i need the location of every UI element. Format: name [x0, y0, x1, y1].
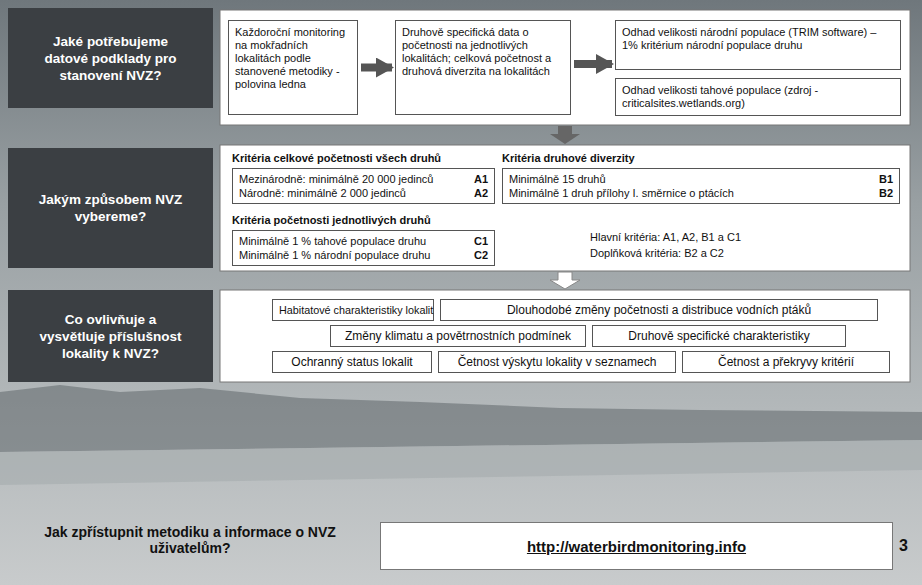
- criteria-heading: Kritéria početnosti jednotlivých druhů: [232, 213, 495, 227]
- factor-box: Habitatové charakteristiky lokalit: [272, 299, 434, 321]
- criteria-row: Mezinárodně: minimálně 20 000 jedinců A1: [239, 172, 488, 186]
- criteria-frame: Mezinárodně: minimálně 20 000 jedincůA1N…: [232, 168, 495, 204]
- panel: [220, 290, 910, 382]
- url-box: http://waterbirdmonitoring.info: [380, 522, 893, 570]
- node-text: Odhad velikosti tahové populace (zdroj -…: [622, 84, 894, 110]
- factor-box: Dlouhodobé změny početnosti a distribuce…: [440, 299, 878, 321]
- block-arrow: [361, 64, 392, 72]
- criteria-code: A1: [474, 172, 488, 186]
- criteria-heading: Kritéria druhové diverzity: [502, 151, 900, 165]
- criteria-text: Minimálně 1 % národní populace druhu: [239, 248, 430, 262]
- question-box: Jaké potřebujeme datové podklady pro sta…: [8, 8, 213, 108]
- criteria-code: B1: [879, 172, 893, 186]
- node-text: Odhad velikosti národní populace (TRIM s…: [622, 26, 894, 52]
- panel: [220, 145, 910, 271]
- node-text: Ochranný status lokalit: [279, 355, 425, 369]
- criteria-text: Minimálně 15 druhů: [509, 172, 606, 186]
- criteria-code: A2: [474, 186, 488, 200]
- down-arrow: [550, 126, 580, 144]
- criteria-row: Minimálně 1 % národní populace druhu C2: [239, 248, 488, 262]
- criteria-box: Kritéria druhové diverzityMinimálně 15 d…: [502, 151, 900, 204]
- criteria-text: Minimálně 1 druh přílohy I. směrnice o p…: [509, 186, 734, 200]
- node-text: http://waterbirdmonitoring.info: [527, 538, 746, 555]
- node-text: Druhově specifická data o početnosti na …: [402, 26, 564, 78]
- water: [0, 440, 922, 485]
- panel: [220, 10, 910, 125]
- criteria-heading: Kritéria celkové početnosti všech druhů: [232, 151, 495, 165]
- factor-box: Četnost výskytu lokality v seznamech: [438, 351, 676, 373]
- down-arrow: [550, 272, 580, 289]
- criteria-box: Kritéria početnosti jednotlivých druhůMi…: [232, 213, 495, 266]
- node-text: Změny klimatu a povětrnostních podmínek: [337, 329, 579, 343]
- note: Doplňková kritéria: B2 a C2: [590, 247, 890, 259]
- question-text: Jak zpřístupnit metodiku a informace o N…: [25, 524, 355, 556]
- note: Hlavní kritéria: A1, A2, B1 a C1: [590, 231, 890, 243]
- criteria-text: Minimálně 1 % tahové populace druhu: [239, 234, 426, 248]
- node-text: Jaké potřebujeme datové podklady pro sta…: [34, 33, 187, 84]
- criteria-frame: Minimálně 1 % tahové populace druhuC1Min…: [232, 230, 495, 266]
- node-text: Četnost výskytu lokality v seznamech: [445, 355, 669, 369]
- criteria-box: Kritéria celkové početnosti všech druhůM…: [232, 151, 495, 204]
- process-box: Každoroční monitoring na mokřadních loka…: [228, 20, 358, 115]
- factor-box: Druhově specifické charakteristiky: [592, 325, 846, 347]
- criteria-code: C1: [474, 234, 488, 248]
- node-text: Četnost a překryvy kritérií: [689, 355, 883, 369]
- node-text: Každoroční monitoring na mokřadních loka…: [235, 26, 351, 91]
- criteria-code: B2: [879, 186, 893, 200]
- criteria-text: Národně: minimálně 2 000 jedinců: [239, 186, 406, 200]
- node-text: Co ovlivňuje a vysvětluje příslušnost lo…: [34, 311, 187, 362]
- criteria-text: Mezinárodně: minimálně 20 000 jedinců: [239, 172, 433, 186]
- question-box: Jakým způsobem NVZ vybereme?: [8, 148, 213, 268]
- process-box: Druhově specifická data o početnosti na …: [395, 20, 571, 115]
- criteria-row: Národně: minimálně 2 000 jedinců A2: [239, 186, 488, 200]
- criteria-row: Minimálně 1 druh přílohy I. směrnice o p…: [509, 186, 893, 200]
- criteria-frame: Minimálně 15 druhů B1Minimálně 1 druh pří…: [502, 168, 900, 204]
- factor-box: Četnost a překryvy kritérií: [682, 351, 890, 373]
- node-text: Habitatové charakteristiky lokalit: [279, 303, 427, 317]
- page-number: 3: [899, 537, 917, 555]
- criteria-row: Minimálně 1 % tahové populace druhu C1: [239, 234, 488, 248]
- process-box: Odhad velikosti tahové populace (zdroj -…: [615, 78, 901, 116]
- criteria-row: Minimálně 15 druhů B1: [509, 172, 893, 186]
- node-text: Druhově specifické charakteristiky: [599, 329, 839, 343]
- node-text: Jakým způsobem NVZ vybereme?: [34, 191, 187, 225]
- block-arrow: [574, 60, 612, 68]
- criteria-code: C2: [474, 248, 488, 262]
- question-box: Co ovlivňuje a vysvětluje příslušnost lo…: [8, 290, 213, 382]
- factor-box: Změny klimatu a povětrnostních podmínek: [330, 325, 586, 347]
- node-text: Dlouhodobé změny početnosti a distribuce…: [447, 303, 871, 317]
- process-box: Odhad velikosti národní populace (TRIM s…: [615, 20, 901, 70]
- factor-box: Ochranný status lokalit: [272, 351, 432, 373]
